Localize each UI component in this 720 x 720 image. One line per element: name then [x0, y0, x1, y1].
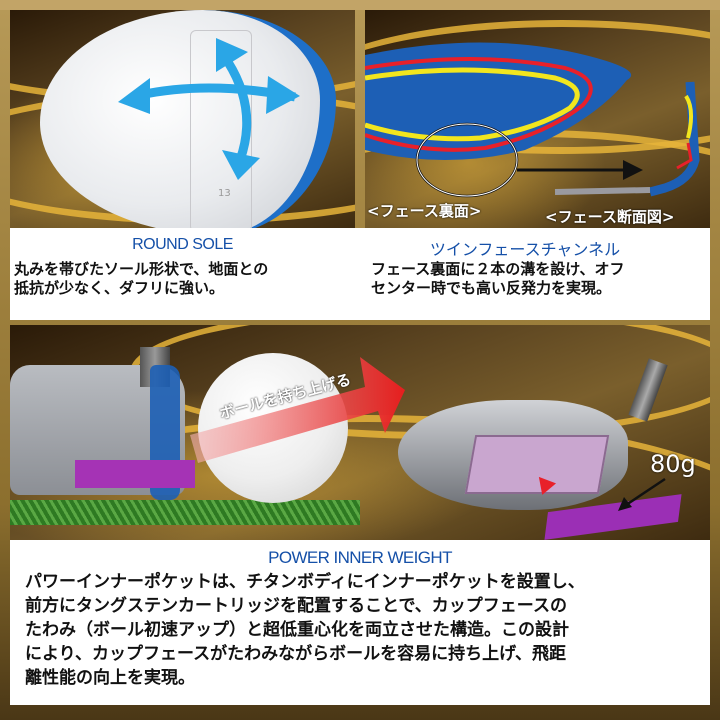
face-section-label: <フェース断面図>	[545, 208, 675, 226]
twin-face-line-1: フェース裏面に２本の溝を設け、オフ	[371, 260, 625, 278]
lift-arrow-icon	[190, 357, 405, 463]
round-sole-description: 丸みを帯びたソール形状で、地面との 抵抗が少なく、ダフリに強い。	[14, 260, 359, 298]
roundness-arrows-icon	[118, 38, 300, 180]
weight-pointer-arrow-icon	[618, 477, 666, 511]
twin-face-channel-image: <フェース裏面> <フェース断面図>	[365, 10, 710, 228]
round-sole-image: 13	[10, 10, 355, 228]
bottom-text-area	[10, 540, 710, 705]
grass-strip	[10, 500, 360, 525]
face-back-diagram-icon	[365, 42, 700, 198]
power-inner-weight-description: パワーインナーポケットは、チタンボディにインナーポケットを設置し、 前方にタング…	[25, 570, 705, 690]
power-inner-weight-image: ボールを持ち上げる 80g	[10, 325, 710, 540]
driver-head-sole	[40, 10, 336, 228]
twin-face-channel-title: ツインフェースチャンネル	[429, 242, 621, 259]
piw-line-1: パワーインナーポケットは、チタンボディにインナーポケットを設置し、	[25, 572, 585, 592]
round-sole-line-1: 丸みを帯びたソール形状で、地面との	[14, 260, 269, 278]
piw-line-3: たわみ（ボール初速アップ）と超低重心化を両立させた構造。この設計	[25, 620, 569, 640]
loft-marking: 13	[218, 188, 231, 199]
piw-line-4: により、カップフェースがたわみながらボールを容易に持ち上げ、飛距	[25, 644, 566, 664]
piw-line-5: 離性能の向上を実現。	[25, 668, 195, 688]
sole-plate-outline	[190, 30, 252, 228]
weight-label: 80g	[650, 450, 696, 478]
face-back-label: <フェース裏面>	[367, 202, 482, 220]
twin-face-line-2: センター時でも高い反発力を実現。	[371, 278, 612, 297]
round-sole-line-2: 抵抗が少なく、ダフリに強い。	[14, 278, 225, 297]
gold-swirl	[10, 415, 710, 540]
round-sole-title: ROUND SOLE	[132, 236, 233, 253]
tungsten-weight-side	[75, 460, 195, 488]
piw-line-2: 前方にタングステンカートリッジを配置することで、カップフェースの	[25, 596, 567, 616]
top-text-area	[10, 228, 710, 320]
twin-face-channel-description: フェース裏面に２本の溝を設け、オフ センター時でも高い反発力を実現。	[371, 260, 716, 298]
power-inner-weight-title: POWER INNER WEIGHT	[268, 548, 452, 567]
